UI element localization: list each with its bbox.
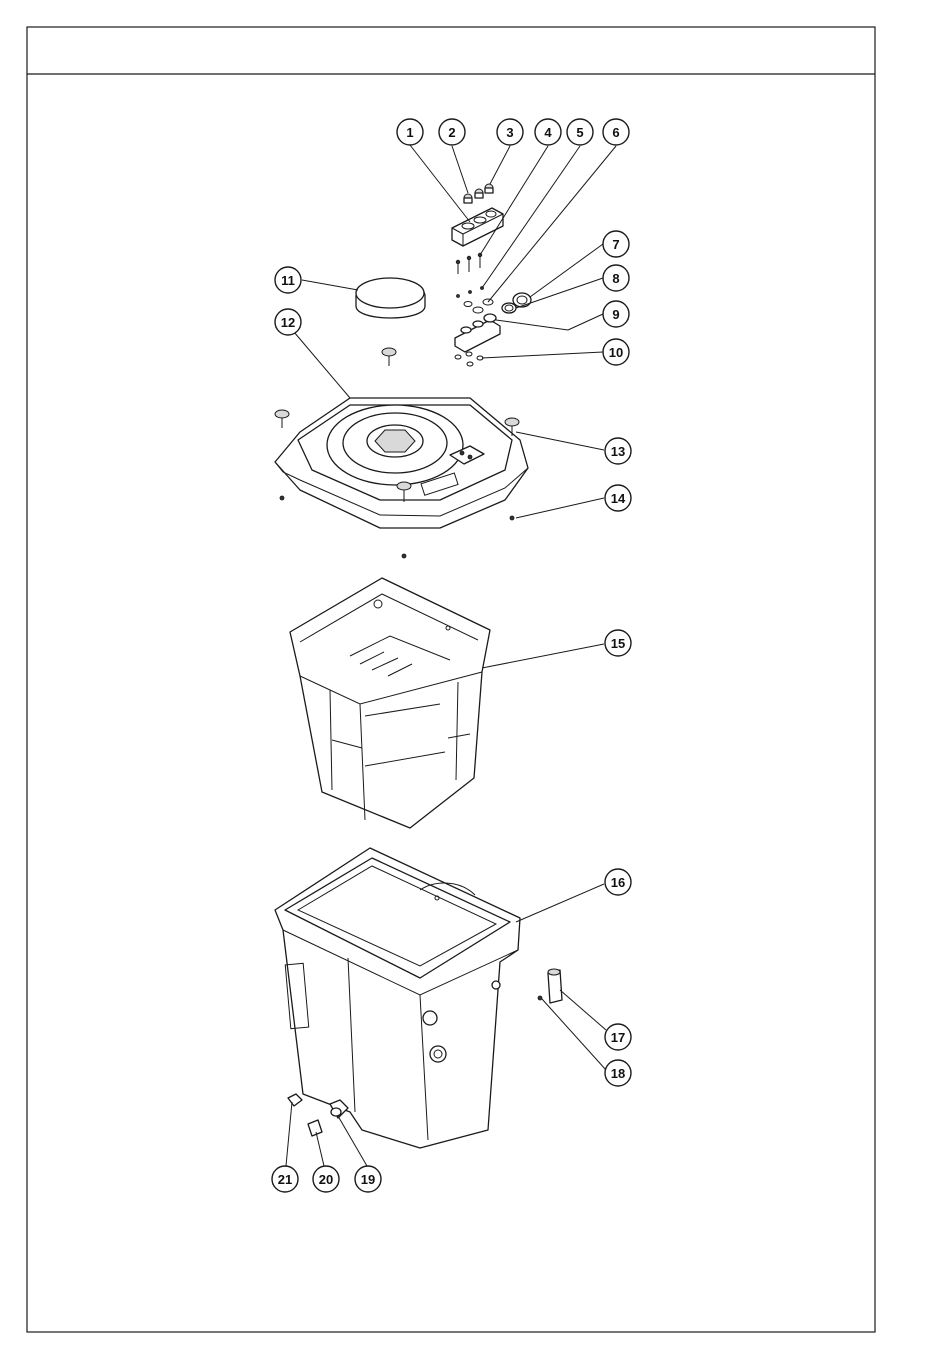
callout-17: 17 [605,1024,631,1050]
callout-19: 19 [355,1166,381,1192]
callout-7: 7 [603,231,629,257]
fittings [502,293,531,313]
callout-12: 12 [275,309,301,335]
svg-text:19: 19 [361,1172,375,1187]
svg-text:6: 6 [612,125,619,140]
svg-text:14: 14 [611,491,626,506]
callout-11: 11 [275,267,301,293]
svg-text:11: 11 [281,273,295,288]
side-fitting [538,969,562,1003]
callout-18: 18 [605,1060,631,1086]
callout-16: 16 [605,869,631,895]
bottom-washers [455,352,483,366]
svg-text:4: 4 [544,125,552,140]
svg-text:12: 12 [281,315,295,330]
inner-basket [290,578,490,828]
callout-1: 1 [397,119,423,145]
callout-6: 6 [603,119,629,145]
callout-4: 4 [535,119,561,145]
svg-text:8: 8 [612,271,619,286]
callout-2: 2 [439,119,465,145]
callout-15: 15 [605,630,631,656]
svg-text:15: 15 [611,636,625,651]
screws [456,253,482,274]
svg-text:5: 5 [576,125,583,140]
svg-text:17: 17 [611,1030,625,1045]
tank-lid [275,398,528,558]
callout-13: 13 [605,438,631,464]
callout-21: 21 [272,1166,298,1192]
svg-text:2: 2 [448,125,455,140]
svg-text:10: 10 [609,345,623,360]
outer-tank [275,848,520,1148]
callout-9: 9 [603,301,629,327]
knobs [464,184,493,203]
svg-text:13: 13 [611,444,625,459]
callout-20: 20 [313,1166,339,1192]
manifold [455,314,500,352]
svg-text:20: 20 [319,1172,333,1187]
svg-text:21: 21 [278,1172,292,1187]
callout-3: 3 [497,119,523,145]
callout-5: 5 [567,119,593,145]
svg-text:9: 9 [612,307,619,322]
svg-text:1: 1 [406,125,413,140]
svg-text:7: 7 [612,237,619,252]
washers [457,287,494,314]
callout-8: 8 [603,265,629,291]
svg-text:18: 18 [611,1066,625,1081]
callout-14: 14 [605,485,631,511]
filter-cap [356,278,425,318]
callout-10: 10 [603,339,629,365]
svg-text:16: 16 [611,875,625,890]
svg-text:3: 3 [506,125,513,140]
